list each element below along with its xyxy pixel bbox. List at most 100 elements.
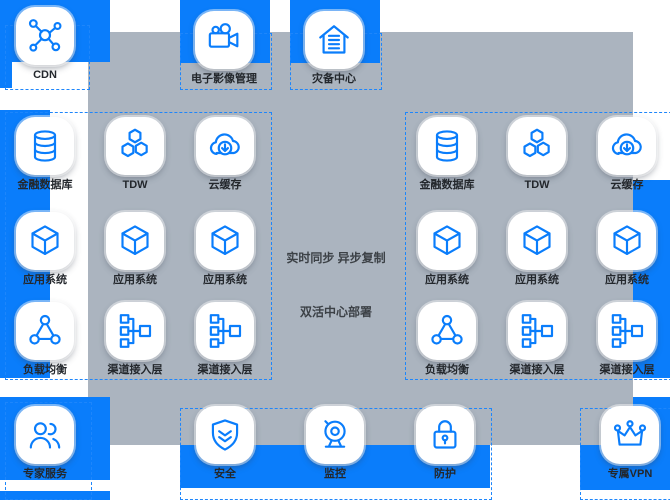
load-balancer-icon: [427, 311, 467, 351]
cloud-cache-label: 云缓存: [208, 179, 242, 191]
users-icon: [25, 415, 65, 455]
channel-access-tile[interactable]: [508, 302, 566, 360]
monitor-label: 监控: [324, 468, 346, 480]
node-disaster-center[interactable]: 灾备中心: [289, 11, 379, 86]
cloud-cache-label: 云缓存: [610, 179, 644, 191]
app-system-label: 应用系统: [605, 274, 649, 286]
security-tile[interactable]: [196, 406, 254, 464]
financial-db-tile[interactable]: [16, 117, 74, 175]
tdw-tile[interactable]: [106, 117, 164, 175]
expert-service-tile[interactable]: [16, 406, 74, 464]
house-icon: [314, 20, 354, 60]
load-balancer-icon: [25, 311, 65, 351]
webcam-icon: [315, 415, 355, 455]
node-imaging[interactable]: 电子影像管理: [179, 11, 269, 86]
zone-bottom-left-bar: [0, 491, 110, 500]
financial-db-tile[interactable]: [418, 117, 476, 175]
node-channel-access-right-2[interactable]: 渠道接入层: [582, 302, 670, 377]
load-balance-label: 负载均衡: [23, 364, 67, 376]
app-system-tile[interactable]: [106, 212, 164, 270]
defense-tile[interactable]: [416, 406, 474, 464]
node-financial-db-right[interactable]: 金融数据库: [402, 117, 492, 192]
load-balance-label: 负载均衡: [425, 364, 469, 376]
channel-access-label: 渠道接入层: [197, 364, 253, 376]
group-datacenter-left: [5, 112, 272, 380]
cube-icon: [205, 221, 245, 261]
tree-topology-icon: [205, 311, 245, 351]
load-balance-tile[interactable]: [16, 302, 74, 360]
node-app-system-left-1[interactable]: 应用系统: [0, 212, 90, 287]
database-icon: [427, 126, 467, 166]
app-system-label: 应用系统: [113, 274, 157, 286]
zone-top-left-strip: [0, 0, 12, 88]
financial-db-label: 金融数据库: [419, 179, 475, 191]
cloud-download-icon: [607, 126, 647, 166]
node-app-system-right-3[interactable]: 应用系统: [582, 212, 670, 287]
node-tdw-right[interactable]: TDW: [492, 117, 582, 192]
tdw-label: TDW: [524, 179, 550, 191]
channel-access-label: 渠道接入层: [107, 364, 163, 376]
cube-icon: [517, 221, 557, 261]
node-app-system-right-2[interactable]: 应用系统: [492, 212, 582, 287]
channel-access-tile[interactable]: [196, 302, 254, 360]
node-defense[interactable]: 防护: [400, 406, 490, 481]
channel-access-tile[interactable]: [598, 302, 656, 360]
node-expert-service[interactable]: 专家服务: [0, 406, 90, 481]
app-system-label: 应用系统: [23, 274, 67, 286]
node-cdn[interactable]: CDN: [0, 7, 90, 82]
app-system-label: 应用系统: [515, 274, 559, 286]
cloud-cache-tile[interactable]: [598, 117, 656, 175]
vpn-tile[interactable]: [601, 406, 659, 464]
tree-topology-icon: [607, 311, 647, 351]
node-channel-access-right-1[interactable]: 渠道接入层: [492, 302, 582, 377]
hexagons-icon: [517, 126, 557, 166]
app-system-tile[interactable]: [16, 212, 74, 270]
imaging-tile[interactable]: [195, 11, 253, 69]
disaster-tile[interactable]: [305, 11, 363, 69]
expert-service-label: 专家服务: [23, 468, 67, 480]
tdw-label: TDW: [122, 179, 148, 191]
financial-db-label: 金融数据库: [17, 179, 73, 191]
node-app-system-left-2[interactable]: 应用系统: [90, 212, 180, 287]
node-app-system-left-3[interactable]: 应用系统: [180, 212, 270, 287]
node-channel-access-left-1[interactable]: 渠道接入层: [90, 302, 180, 377]
node-cloud-cache-right[interactable]: 云缓存: [582, 117, 670, 192]
group-datacenter-right: [405, 112, 670, 380]
cube-icon: [427, 221, 467, 261]
node-vpn[interactable]: 专属VPN: [585, 406, 670, 481]
node-load-balance-right[interactable]: 负载均衡: [402, 302, 492, 377]
app-system-tile[interactable]: [598, 212, 656, 270]
shield-check-icon: [205, 415, 245, 455]
video-camera-icon: [204, 20, 244, 60]
cube-icon: [607, 221, 647, 261]
channel-access-tile[interactable]: [106, 302, 164, 360]
app-system-label: 应用系统: [203, 274, 247, 286]
cloud-cache-tile[interactable]: [196, 117, 254, 175]
node-cloud-cache-left[interactable]: 云缓存: [180, 117, 270, 192]
node-financial-db-left[interactable]: 金融数据库: [0, 117, 90, 192]
channel-access-label: 渠道接入层: [599, 364, 655, 376]
app-system-tile[interactable]: [196, 212, 254, 270]
defense-label: 防护: [434, 468, 456, 480]
node-load-balance-left[interactable]: 负载均衡: [0, 302, 90, 377]
network-icon: [25, 16, 65, 56]
crown-icon: [610, 415, 650, 455]
monitor-tile[interactable]: [306, 406, 364, 464]
node-security[interactable]: 安全: [180, 406, 270, 481]
node-tdw-left[interactable]: TDW: [90, 117, 180, 192]
channel-access-label: 渠道接入层: [509, 364, 565, 376]
cdn-label: CDN: [33, 69, 57, 81]
app-system-tile[interactable]: [418, 212, 476, 270]
tdw-tile[interactable]: [508, 117, 566, 175]
node-channel-access-left-2[interactable]: 渠道接入层: [180, 302, 270, 377]
node-app-system-right-1[interactable]: 应用系统: [402, 212, 492, 287]
tree-topology-icon: [517, 311, 557, 351]
cdn-tile[interactable]: [16, 7, 74, 65]
node-monitor[interactable]: 监控: [290, 406, 380, 481]
disaster-label: 灾备中心: [312, 73, 356, 85]
app-system-tile[interactable]: [508, 212, 566, 270]
sync-annotation: 实时同步 异步复制: [286, 251, 386, 265]
cube-icon: [115, 221, 155, 261]
cube-icon: [25, 221, 65, 261]
load-balance-tile[interactable]: [418, 302, 476, 360]
